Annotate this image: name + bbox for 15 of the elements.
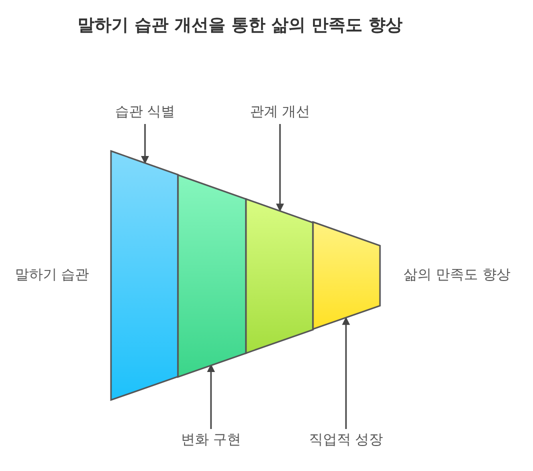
funnel-segment [178, 174, 246, 377]
step-label: 직업적 성장 [308, 431, 384, 449]
input-label: 말하기 습관 [14, 266, 90, 284]
funnel-segment [246, 198, 313, 353]
arrow [276, 124, 284, 212]
arrow [207, 364, 215, 429]
step-label: 변화 구현 [180, 431, 242, 449]
arrow [141, 124, 149, 164]
step-label: 관계 개선 [250, 103, 310, 121]
funnel-segment [313, 222, 380, 330]
funnel-segment [111, 151, 178, 400]
output-label: 삶의 만족도 향상 [404, 266, 510, 284]
step-label: 습관 식별 [114, 103, 176, 121]
title: 말하기 습관 개선을 통한 삶의 만족도 향상 [78, 14, 402, 36]
arrow [342, 316, 350, 429]
